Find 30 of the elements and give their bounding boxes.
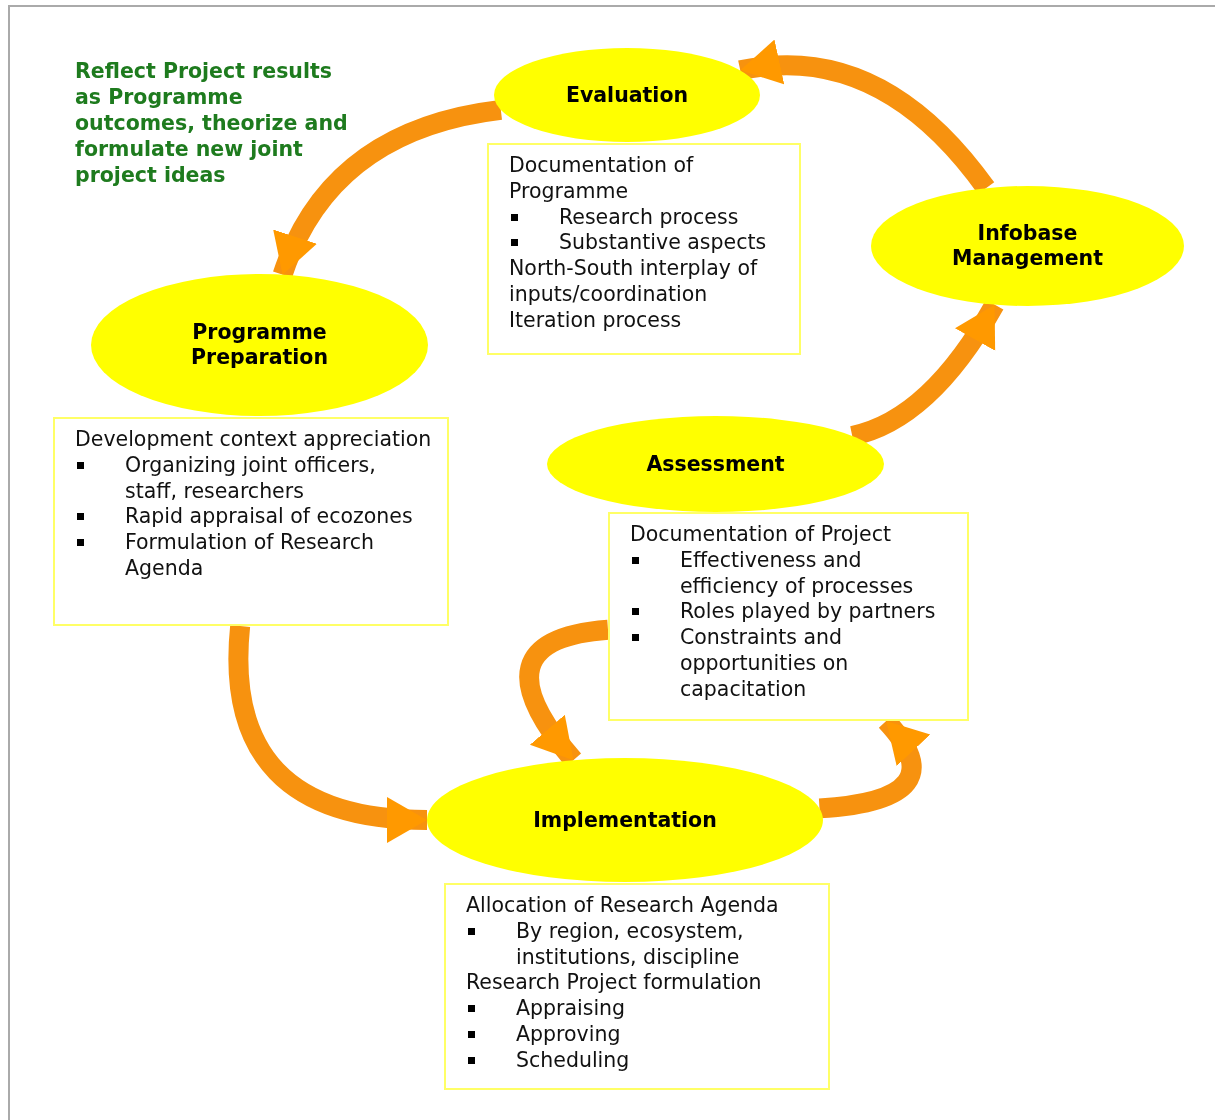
list-item: Research process [559,204,739,231]
list-item: Rapid appraisal of ecozones [125,504,413,531]
node-title: Evaluation [565,82,689,108]
list-item: Effectiveness and efficiency of processes [680,547,915,600]
paragraph: North-South interplay of inputs/coordination [509,256,759,308]
list-item: Appraising [516,996,626,1022]
node-title: Implementation [533,807,717,833]
paragraph: Documentation of Project [630,522,892,548]
list-item: By region, ecosystem, institutions, discipline [516,918,745,971]
list-item: Approving [516,1022,621,1048]
list-item: Scheduling [516,1047,630,1074]
list-item: Roles played by partners [680,599,936,626]
text-box [487,143,801,355]
text-box [608,512,969,721]
list-item: Substantive aspects [559,230,767,257]
note-text: Reflect Project results as Programme outcomes, theorize and formulate new joint project ideas [75,58,349,188]
paragraph: Iteration process [509,307,683,334]
node-title: Infobase Management [951,221,1104,271]
text-box [53,417,449,626]
text-box [444,883,830,1090]
list-item: Constraints and opportunities on capacitation [680,625,850,703]
paragraph: Development context appreciation [75,427,433,453]
list-item: Formulation of Research Agenda [125,530,375,582]
curved-arrow [228,625,428,842]
list-item: Organizing joint officers, staff, researchers [125,452,377,505]
paragraph: Research Project formulation [466,970,763,997]
node-title: Programme Preparation [190,320,329,370]
paragraph: Documentation of Programme [509,153,695,205]
paragraph: Allocation of Research Agenda [466,893,780,919]
node-title: Assessment [646,451,785,477]
